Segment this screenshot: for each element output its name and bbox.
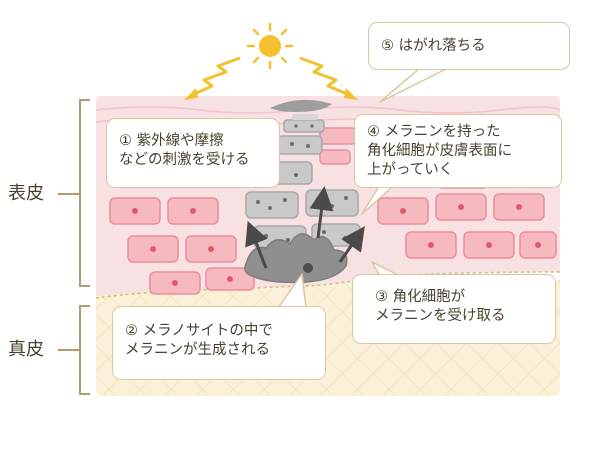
keratinocyte [319,149,351,165]
melanin-cell [245,191,299,219]
uv-ray-arrowhead [184,88,198,100]
cell-nuclei [132,170,541,286]
melanin-cell [283,119,325,133]
callout-step-4-rise-to-surface: ④ メラニンを持った 角化細胞が皮膚表面に 上がっていく [354,114,562,188]
dermis-bracket [58,305,90,395]
callout-step-2-melanin-produced: ② メラノサイトの中で メラニンが生成される [112,306,326,380]
melanin-cell [277,135,323,155]
peeling-flakes [270,99,332,120]
melanin-cell [305,189,359,217]
melanocyte [244,233,348,284]
uv-ray-icon [189,56,353,98]
callout-step-3-receive-melanin: ③ 角化細胞が メラニンを受け取る [352,274,556,344]
callout-step-1-stimulus: ① 紫外線や摩擦 などの刺激を受ける [106,118,280,188]
dermis-label: 真皮 [8,339,44,360]
uv-ray-arrowhead [344,88,358,100]
epidermis-bracket [58,99,90,287]
epidermis-label: 表皮 [8,183,44,204]
keratinocyte [319,127,357,145]
melanocyte-nucleus [303,263,313,273]
sun-icon [246,22,294,70]
upward-arrow-icon [245,186,365,269]
callout-step-5-peel-off: ⑤ はがれ落ちる [368,22,570,70]
